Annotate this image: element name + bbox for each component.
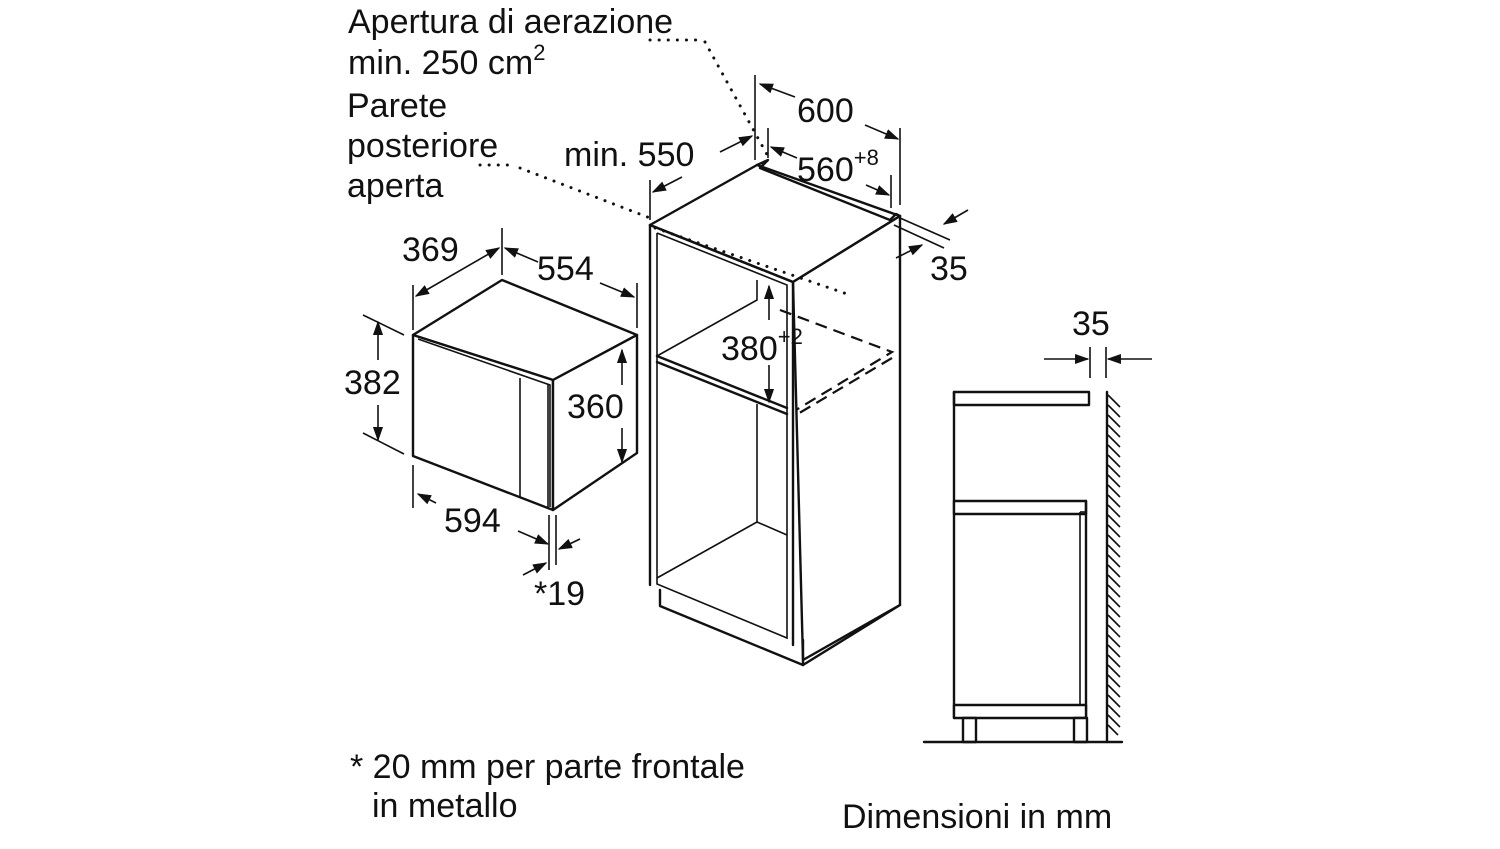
wall-hatch: [1107, 394, 1121, 736]
rear-wall-label-line2: posteriore: [347, 127, 498, 165]
footnote-line1: * 20 mm per parte frontale: [350, 748, 745, 786]
dim-360: 360: [567, 388, 624, 426]
side-top-board: [952, 390, 1091, 407]
rear-wall-label-line1: Parete: [347, 87, 447, 125]
microwave-side-face: [551, 333, 639, 512]
microwave-appliance: [411, 278, 639, 512]
dim-min-550: min. 550: [564, 136, 694, 174]
dim-600: 600: [797, 92, 854, 130]
rear-wall-label-line3: aperta: [347, 167, 443, 205]
units-note: Dimensioni in mm: [842, 798, 1112, 836]
dim-554: 554: [537, 250, 594, 288]
ventilation-label-line2: min. 250 cm2: [348, 40, 545, 82]
footnote-line2: in metallo: [372, 787, 518, 825]
microwave-dimensions: [362, 228, 638, 576]
dim-380: 380+2: [721, 324, 803, 368]
dim-594: 594: [444, 502, 501, 540]
dim-35-top: 35: [930, 250, 968, 288]
ventilation-label-line1: Apertura di aerazione: [348, 3, 673, 41]
cabinet-side: [791, 214, 902, 662]
dim-369: 369: [402, 231, 459, 269]
dim-382: 382: [344, 364, 401, 402]
cabinet-dimensions: [478, 38, 969, 404]
dim-560: 560+8: [797, 145, 879, 189]
dim-35-side: 35: [1072, 305, 1110, 343]
dim-19: *19: [534, 575, 585, 613]
side-view: [922, 347, 1152, 744]
tall-cabinet: [648, 158, 902, 667]
